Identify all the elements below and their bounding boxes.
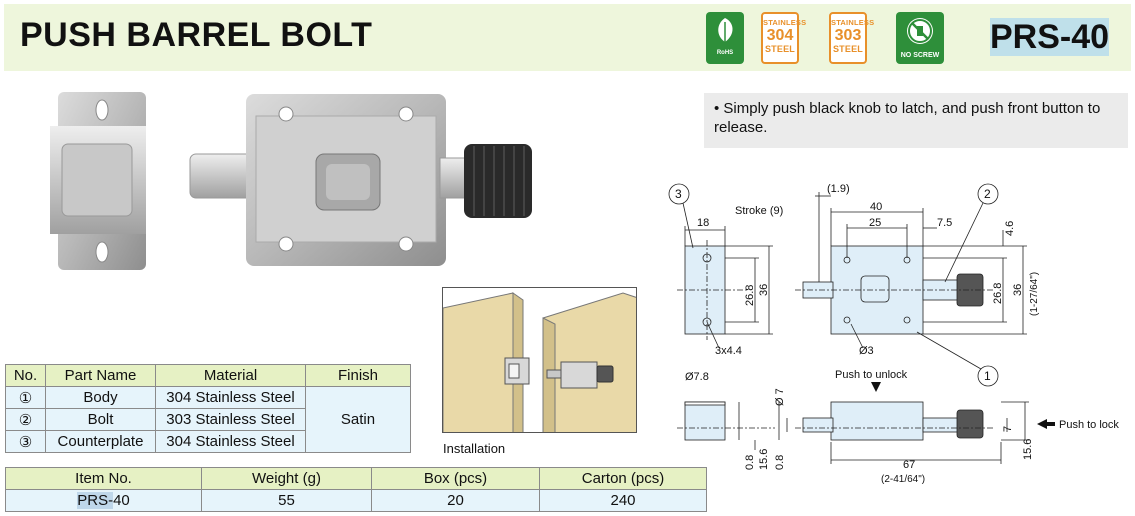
item-no: PRS-40 [5, 489, 202, 512]
col-no: No. [5, 364, 46, 387]
dim-phi7-8: Ø7.8 [685, 371, 709, 383]
leaf-icon [718, 18, 733, 42]
dim-15-6-a: 15.6 [758, 449, 770, 470]
bolt-body-photo [189, 94, 532, 266]
part-no: ③ [5, 430, 46, 453]
item-no-suffix: 40 [113, 492, 130, 509]
no-screw-badge: NO SCREW [896, 12, 944, 64]
technical-drawing: 3 2 1 Stroke (9) (1.9) 40 25 7.5 4.6 18 … [668, 183, 1119, 485]
table-row: ① Body 304 Stainless Steel Satin [5, 386, 411, 453]
col-part-name: Part Name [45, 364, 156, 387]
stainless-303-num: 303 [834, 27, 862, 44]
dim-15-6-b: 15.6 [1022, 439, 1034, 460]
stainless-303-badge: STAINLESS 303 STEEL [829, 12, 875, 64]
dim-36-inch: (1-27/64") [1029, 272, 1040, 316]
rohs-badge: RoHS [706, 12, 744, 64]
col-item-no: Item No. [5, 467, 202, 490]
stainless-304-top: STAINLESS [763, 18, 807, 27]
col-weight: Weight (g) [201, 467, 372, 490]
item-table: Item No. Weight (g) Box (pcs) Carton (pc… [5, 467, 707, 512]
no-screw-label: NO SCREW [900, 52, 940, 59]
part-no: ② [5, 408, 46, 431]
dim-7: 7 [1002, 426, 1014, 432]
dim-26-8-right: 26.8 [992, 283, 1004, 304]
table-row: ② Bolt 303 Stainless Steel [5, 408, 411, 431]
item-carton: 240 [539, 489, 707, 512]
part-name: Bolt [45, 408, 156, 431]
no-screw-icon [907, 18, 933, 44]
dim-7-5: 7.5 [937, 217, 952, 229]
part-finish: Satin [305, 386, 411, 453]
push-unlock-arrow [871, 382, 881, 392]
dim-stroke: Stroke (9) [735, 205, 783, 217]
callout-1: 1 [984, 369, 991, 383]
part-material: 304 Stainless Steel [155, 386, 306, 409]
part-no: ① [5, 386, 46, 409]
stainless-304-bottom: STEEL [764, 44, 795, 54]
push-lock-label: Push to lock [1059, 419, 1119, 431]
part-material: 304 Stainless Steel [155, 430, 306, 453]
callout-3: 3 [675, 187, 682, 201]
item-no-prefix: PRS- [77, 492, 114, 509]
dim-67: 67 [903, 459, 915, 471]
installation-image [442, 287, 637, 433]
dim-36-left: 36 [758, 284, 770, 296]
dim-1-9: (1.9) [827, 183, 850, 195]
dim-25: 25 [869, 217, 881, 229]
item-weight: 55 [201, 489, 372, 512]
item-box: 20 [371, 489, 540, 512]
push-lock-arrow [1037, 419, 1047, 429]
model-code: PRS-40 [988, 10, 1128, 64]
part-name: Body [45, 386, 156, 409]
stainless-304-num: 304 [766, 27, 794, 44]
dim-3x4-4: 3x4.4 [715, 345, 742, 357]
col-material: Material [155, 364, 306, 387]
table-row: ③ Counterplate 304 Stainless Steel [5, 430, 411, 453]
counterplate-side-view [684, 401, 726, 441]
callout-2: 2 [984, 187, 991, 201]
item-table-header: Item No. Weight (g) Box (pcs) Carton (pc… [5, 467, 707, 490]
dim-67-inch: (2-41/64") [881, 474, 925, 485]
dim-26-8-left: 26.8 [744, 285, 756, 306]
dim-0-8-b: 0.8 [774, 455, 786, 470]
dim-phi3: Ø3 [859, 345, 874, 357]
part-material: 303 Stainless Steel [155, 408, 306, 431]
page-title: PUSH BARREL BOLT [20, 16, 373, 54]
dim-36-right: 36 [1012, 284, 1024, 296]
dim-40: 40 [870, 201, 882, 213]
table-row: PRS-40 55 20 240 [5, 489, 707, 512]
dim-18: 18 [697, 217, 709, 229]
body-side-view [830, 401, 924, 441]
counterplate-photo [50, 92, 146, 270]
dim-0-8-a: 0.8 [744, 455, 756, 470]
stainless-303-bottom: STEEL [832, 44, 863, 54]
part-name: Counterplate [45, 430, 156, 453]
col-finish: Finish [305, 364, 411, 387]
stainless-304-badge: STAINLESS 304 STEEL [761, 12, 807, 64]
parts-table-header: No. Part Name Material Finish [5, 364, 411, 387]
push-unlock-label: Push to unlock [835, 369, 908, 381]
dim-phi7: Ø 7 [774, 388, 786, 406]
col-carton: Carton (pcs) [539, 467, 707, 490]
installation-label: Installation [443, 441, 506, 456]
model-code-text: PRS-40 [990, 18, 1110, 56]
stainless-303-top: STAINLESS [831, 18, 875, 27]
col-box: Box (pcs) [371, 467, 540, 490]
dim-4-6: 4.6 [1004, 221, 1016, 236]
rohs-label: RoHS [716, 50, 734, 56]
feature-description: • Simply push black knob to latch, and p… [704, 93, 1128, 148]
parts-table: No. Part Name Material Finish ① Body 304… [5, 364, 411, 453]
product-photo [50, 92, 532, 270]
